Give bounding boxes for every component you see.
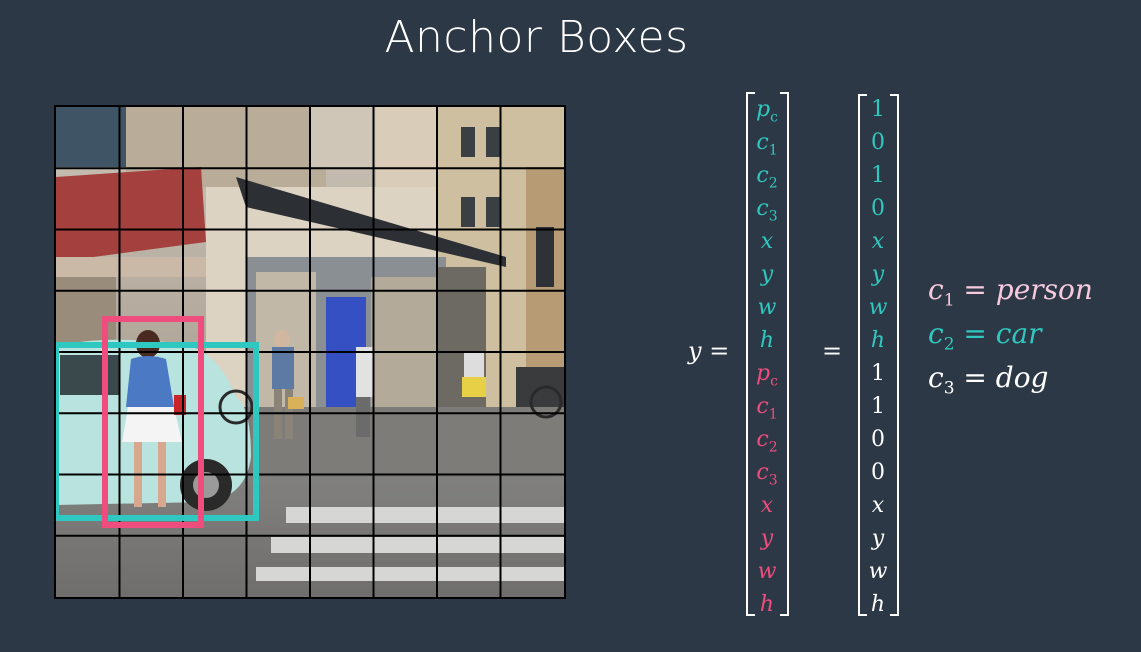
y-symbol: y = — [688, 337, 730, 365]
vector-value-5: y — [871, 262, 885, 287]
vector-label-9: c1 — [756, 394, 778, 423]
right-vector-bracket-left — [858, 94, 867, 616]
vector-label-11: c3 — [756, 460, 778, 489]
vector-value-7: h — [870, 328, 886, 353]
vector-value-15: h — [870, 592, 886, 617]
vector-value-2: 1 — [871, 163, 885, 188]
vector-label-13: y — [760, 526, 774, 551]
vector-label-4: x — [760, 229, 774, 254]
left-vector-bracket-right — [780, 92, 789, 616]
vector-label-12: x — [760, 493, 774, 518]
vector-value-1: 0 — [871, 130, 885, 155]
vector-value-0: 1 — [871, 97, 885, 122]
page-title: Anchor Boxes — [384, 12, 689, 63]
vector-label-2: c2 — [756, 163, 778, 192]
left-vector-bracket-left — [746, 92, 755, 616]
vector-label-15: h — [759, 592, 775, 617]
street-scene-image — [54, 105, 566, 599]
right-vector-bracket-right — [890, 94, 899, 616]
class-legend: c1 = person c2 = car c3 = dog — [928, 268, 1093, 400]
vector-value-9: 1 — [871, 394, 885, 419]
vector-value-4: x — [871, 229, 885, 254]
vector-label-6: w — [757, 295, 777, 320]
anchor-box-car — [56, 342, 259, 521]
vector-value-8: 1 — [871, 361, 885, 386]
legend-item-person: c1 = person — [928, 273, 1093, 311]
anchor-box-person — [102, 316, 204, 528]
vector-value-14: w — [868, 559, 888, 584]
vector-value-6: w — [868, 295, 888, 320]
vector-value-3: 0 — [871, 196, 885, 221]
vector-value-12: x — [871, 493, 885, 518]
vector-value-10: 0 — [871, 427, 885, 452]
legend-item-car: c2 = car — [928, 317, 1042, 355]
vector-label-8: pc — [756, 361, 778, 390]
vector-label-7: h — [759, 328, 775, 353]
vector-label-14: w — [757, 559, 777, 584]
vector-label-3: c3 — [756, 196, 778, 225]
vector-value-13: y — [871, 526, 885, 551]
vector-label-5: y — [760, 262, 774, 287]
vector-label-10: c2 — [756, 427, 778, 456]
vector-label-1: c1 — [756, 130, 778, 159]
vector-value-11: 0 — [871, 460, 885, 485]
legend-item-dog: c3 = dog — [928, 361, 1049, 399]
equals-sign: = — [822, 337, 843, 365]
vector-label-0: pc — [756, 97, 778, 126]
